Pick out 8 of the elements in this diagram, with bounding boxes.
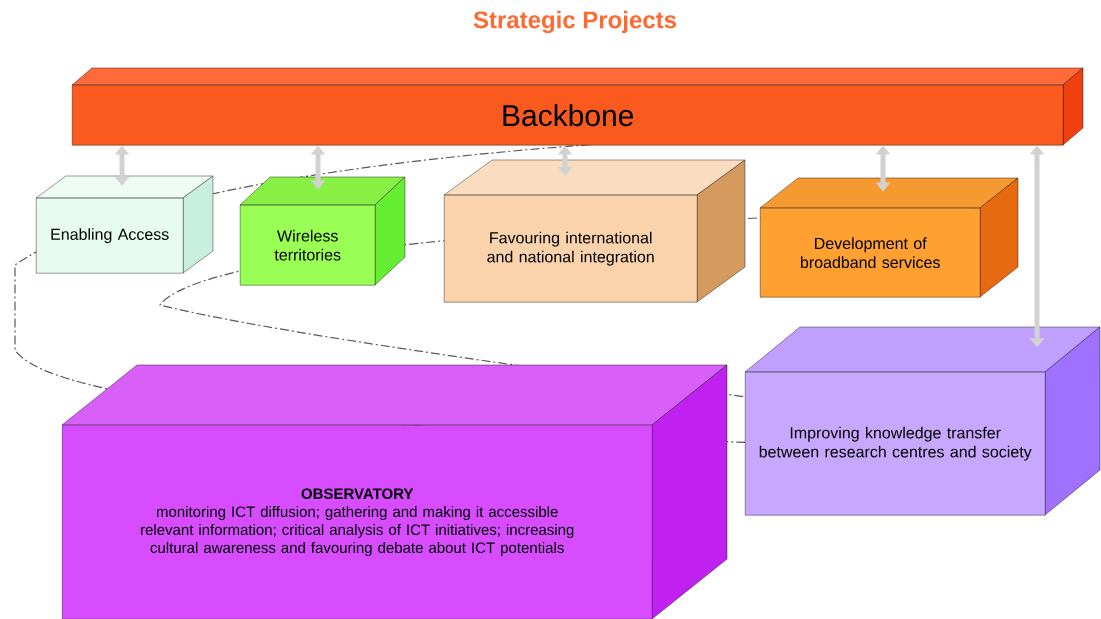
block-3d: OBSERVATORY monitoring ICT diffusion; gathering and making it accessible relevant information; critical analysis of ICT initiatives; increasing cultural awareness and favouring debate about ICT potentials (61, 364, 728, 619)
title: Strategic Projects (473, 10, 677, 34)
block-3d: Wireless territories (239, 176, 406, 286)
block-3d: Favouring international and national integration (443, 159, 746, 303)
block-3d: Backbone (71, 67, 1084, 146)
block-3d: Improving knowledge transfer between research centres and society (744, 326, 1101, 516)
block-3d: Development of broadband services (759, 177, 1019, 298)
block-3d: Enabling Access (35, 175, 214, 274)
